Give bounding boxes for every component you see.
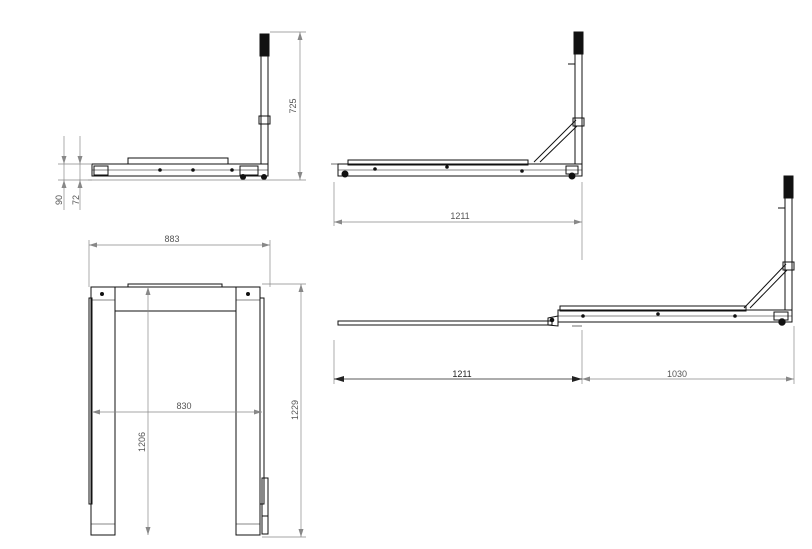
upright-post bbox=[574, 51, 583, 165]
dim-1206: 1206 bbox=[137, 287, 151, 535]
handle-grip bbox=[783, 175, 794, 199]
dim-1030: 1030 bbox=[582, 326, 795, 384]
dim-725: 725 bbox=[270, 31, 306, 180]
extended-side-view bbox=[337, 175, 795, 327]
extended-slide bbox=[337, 320, 553, 326]
dim-label-1211-bottom: 1211 bbox=[452, 369, 471, 379]
dim-883: 883 bbox=[88, 234, 271, 287]
dim-label-1211-top: 1211 bbox=[450, 211, 469, 221]
side-view-right bbox=[331, 31, 585, 180]
plan-view bbox=[88, 283, 269, 536]
dim-label-1030: 1030 bbox=[667, 369, 687, 379]
upright-post bbox=[784, 195, 793, 311]
seat-pad bbox=[127, 157, 229, 165]
dim-label-90: 90 bbox=[54, 195, 64, 205]
dim-label-830: 830 bbox=[176, 401, 191, 411]
handle-grip bbox=[573, 31, 584, 55]
dim-label-72: 72 bbox=[71, 195, 81, 205]
dim-label-1229: 1229 bbox=[290, 400, 300, 420]
left-leg bbox=[90, 286, 116, 536]
dim-90-72: 90 72 bbox=[54, 136, 92, 210]
upright-post bbox=[260, 49, 269, 165]
dim-830: 830 bbox=[92, 401, 262, 415]
dim-1229: 1229 bbox=[262, 283, 306, 538]
dim-label-725: 725 bbox=[288, 98, 298, 113]
side-view-left bbox=[88, 33, 306, 181]
handle-grip bbox=[259, 33, 270, 57]
dim-1211-top: 1211 bbox=[333, 182, 583, 260]
dim-1211-bottom: 1211 bbox=[333, 330, 583, 384]
top-crossbar bbox=[114, 286, 237, 312]
seat-pad bbox=[559, 305, 747, 312]
seat-pad bbox=[347, 159, 529, 166]
dim-label-1206: 1206 bbox=[137, 432, 147, 452]
dim-label-883: 883 bbox=[164, 234, 179, 244]
